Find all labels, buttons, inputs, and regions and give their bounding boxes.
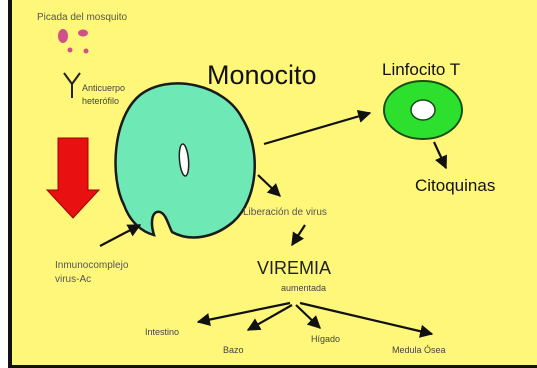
arrow-to-bazo (248, 305, 292, 330)
arrow-to-higado (296, 305, 320, 328)
virus-release-label: Liberación de virus (243, 207, 327, 218)
target-bazo: Bazo (223, 345, 244, 355)
arrow-monocyte-to-lymphocyte (264, 113, 370, 144)
lymphocyte-label: Linfocito T (382, 60, 460, 80)
antibody-icon (64, 73, 80, 98)
red-down-arrow (47, 138, 99, 218)
lymphocyte-nucleus (411, 100, 435, 120)
mosquito-drop (68, 48, 73, 53)
target-medula: Medula Ósea (392, 345, 446, 355)
mosquito-drop (84, 49, 89, 54)
arrow-lymphocyte-to-cytokines (434, 142, 446, 168)
arrow-immunocomplex-to-monocyte (100, 225, 140, 246)
immunocomplex-label: Inmunocomplejo virus-Ac (55, 259, 128, 287)
target-higado: Hígado (311, 334, 340, 344)
cytokines-label: Citoquinas (415, 176, 495, 196)
mosquito-drops (58, 29, 89, 54)
mosquito-bite-label: Picada del mosquito (37, 12, 127, 23)
mosquito-drop (78, 30, 88, 37)
viremia-sub-label: aumentada (281, 283, 326, 293)
arrow-virus-release-to-viremia (292, 225, 305, 245)
target-intestino: Intestino (145, 327, 179, 337)
arrow-to-medula (300, 303, 432, 334)
monocyte-label: Monocito (207, 60, 317, 91)
arrow-monocyte-to-virus-release (258, 175, 280, 196)
arrow-to-intestino (198, 303, 290, 322)
mosquito-drop (58, 29, 68, 43)
viremia-label: VIREMIA (257, 258, 331, 279)
antibody-label: Anticuerpo heterófilo (82, 82, 125, 108)
